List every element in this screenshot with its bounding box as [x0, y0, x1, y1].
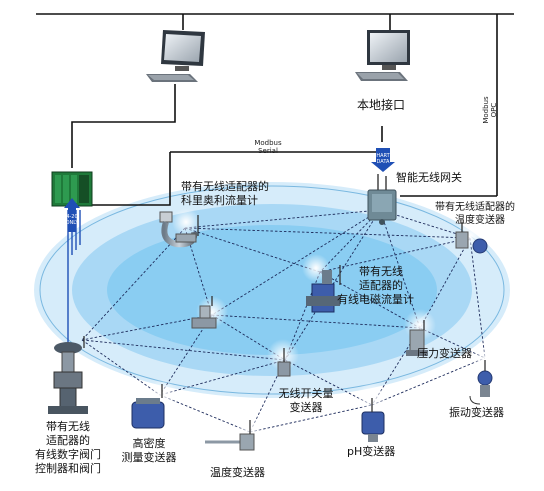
temperature-label: 温度变送器	[210, 466, 265, 479]
pressure-label: 压力变送器	[417, 347, 472, 360]
coriolis-label-line2: 科里奥利流量计	[181, 194, 258, 207]
workstation-left	[146, 30, 205, 82]
workstation-right	[355, 30, 410, 81]
modbus-serial-line2: Serial	[258, 147, 278, 155]
network-field-ring	[39, 185, 505, 395]
hart-tag-line2: DATA	[377, 159, 390, 165]
temperature-transmitter-icon	[205, 420, 255, 451]
magflow-label-line3: 有线电磁流量计	[337, 293, 414, 306]
vibration-label: 振动变送器	[449, 406, 504, 419]
magflow-label-line2: 适配器的	[359, 279, 403, 292]
wireless-gateway-icon	[367, 148, 397, 225]
coriolis-flowmeter-icon	[159, 211, 199, 248]
flow-transmitter-icon	[191, 296, 217, 329]
network-field-inner	[107, 225, 437, 355]
magflow-label-line1: 带有无线	[359, 265, 403, 278]
ph-label: pH变送器	[347, 445, 396, 458]
local-interface-label: 本地接口	[357, 98, 406, 112]
valve-label-line2: 适配器的	[46, 434, 90, 447]
temp-wireless-label-line2: 温度变送器	[455, 215, 505, 226]
ph-transmitter-icon	[361, 398, 385, 442]
density-label-line1: 高密度	[132, 437, 166, 450]
modbus-opc-line2: OPC	[490, 103, 498, 118]
valve-label-line4: 控制器和阀门	[35, 462, 101, 475]
valve-label-line3: 有线数字阀门	[35, 448, 101, 461]
temp-wireless-label-line1: 带有无线适配器的	[435, 202, 515, 213]
valve-label-line1: 带有无线	[46, 420, 90, 433]
ma-only-arrow	[64, 198, 80, 232]
temp-transmitter-wireless-icon	[455, 222, 488, 254]
ma-tag-line2: ONLY	[66, 220, 80, 226]
ma-tag-line1: 4-20	[66, 214, 77, 220]
discrete-transmitter-icon	[277, 348, 291, 377]
gateway-label: 智能无线网关	[396, 171, 462, 184]
modbus-serial-line1: Modbus	[254, 139, 282, 147]
magnetic-flowmeter-icon	[306, 265, 341, 313]
coriolis-label-line1: 带有无线适配器的	[181, 180, 269, 193]
density-label-line2: 测量变送器	[121, 451, 177, 464]
modbus-opc-line1: Modbus	[482, 96, 490, 124]
pressure-transmitter-icon	[406, 320, 428, 356]
density-transmitter-icon	[131, 384, 165, 429]
vibration-transmitter-icon	[469, 360, 493, 405]
valve-controller-icon	[48, 336, 88, 414]
hart-tag-line1: HART	[376, 153, 390, 159]
discrete-label-line2: 变送器	[289, 401, 323, 414]
discrete-label-line1: 无线开关量	[278, 387, 334, 400]
